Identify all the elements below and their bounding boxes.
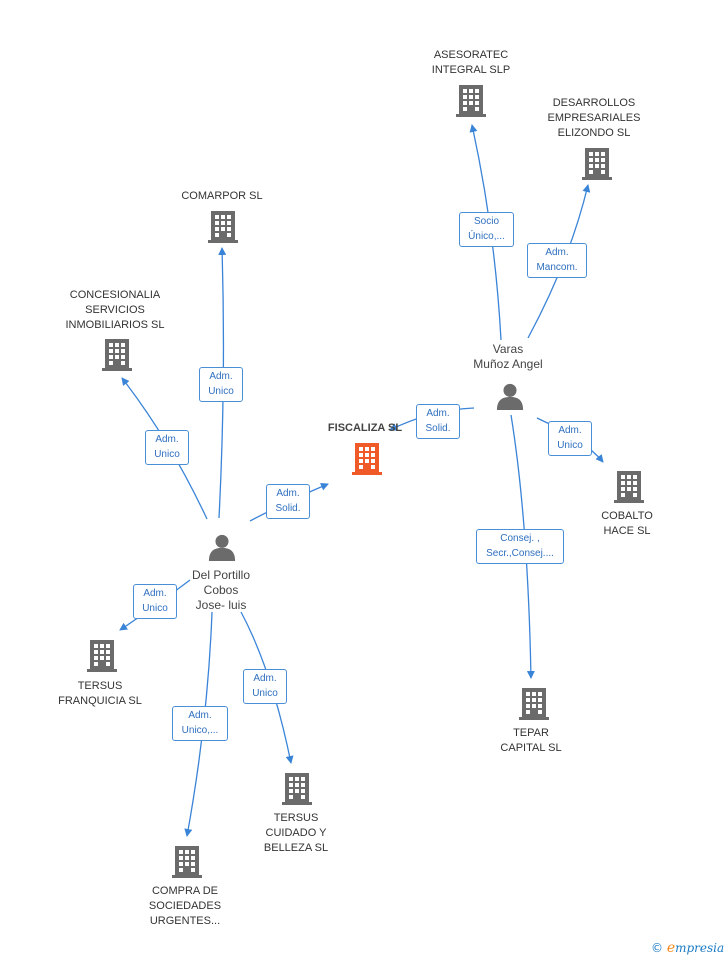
building-icon-asesoratec (456, 85, 486, 117)
company-label-compra[interactable]: COMPRA DE SOCIEDADES URGENTES... (148, 885, 222, 927)
edge-label-varas-fiscaliza: Adm. Solid. (416, 404, 460, 439)
building-icon-tersus-cuidado (282, 773, 312, 805)
building-icon-desarrollos (582, 148, 612, 180)
company-label-tepar[interactable]: TEPAR CAPITAL SL (500, 727, 562, 754)
edge-label-varas-asesoratec: Socio Único,... (459, 212, 514, 247)
edge-label-portillo-cuidado: Adm. Unico (243, 669, 287, 704)
edge-label-portillo-fiscaliza: Adm. Solid. (266, 484, 310, 519)
company-label-fiscaliza[interactable]: FISCALIZA SL (327, 422, 403, 434)
edge-label-varas-desarrollos: Adm. Mancom. (527, 243, 587, 278)
company-label-comarpor[interactable]: COMARPOR SL (181, 190, 263, 202)
brand-first-letter: e (666, 940, 676, 956)
building-icon-fiscaliza (352, 443, 382, 475)
person-icon-varas (496, 383, 524, 410)
company-label-cobalto[interactable]: COBALTO HACE SL (601, 510, 653, 537)
building-icon-tepar (519, 688, 549, 720)
edge-label-varas-tepar: Consej. , Secr.,Consej.... (476, 529, 564, 564)
building-icon-tersus-franquicia (87, 640, 117, 672)
company-label-tersus-cuidado[interactable]: TERSUS CUIDADO Y BELLEZA SL (263, 812, 329, 854)
person-label-portillo[interactable]: Del Portillo Cobos Jose- luis (191, 568, 251, 612)
person-label-varas[interactable]: Varas Muñoz Angel (473, 342, 543, 371)
edge-label-portillo-concesionalia: Adm. Unico (145, 430, 189, 465)
copyright-symbol: © (651, 941, 663, 955)
empresia-logo[interactable]: © empresia (651, 940, 724, 956)
edge-label-portillo-franquicia: Adm. Unico (133, 584, 177, 619)
building-icon-cobalto (614, 471, 644, 503)
building-icon-compra (172, 846, 202, 878)
brand-name-rest: mpresia (675, 941, 725, 955)
company-label-tersus-franquicia[interactable]: TERSUS FRANQUICIA SL (58, 680, 142, 707)
edge-label-portillo-compra: Adm. Unico,... (172, 706, 228, 741)
company-label-desarrollos[interactable]: DESARROLLOS EMPRESARIALES ELIZONDO SL (547, 97, 641, 139)
edge-label-portillo-comarpor: Adm. Unico (199, 367, 243, 402)
edge-label-varas-cobalto: Adm. Unico (548, 421, 592, 456)
building-icon-comarpor (208, 211, 238, 243)
building-icon-concesionalia (102, 339, 132, 371)
person-icon-portillo (208, 534, 236, 561)
company-label-concesionalia[interactable]: CONCESIONALIA SERVICIOS INMOBILIARIOS SL (65, 289, 165, 331)
company-label-asesoratec[interactable]: ASESORATEC INTEGRAL SLP (431, 49, 511, 76)
